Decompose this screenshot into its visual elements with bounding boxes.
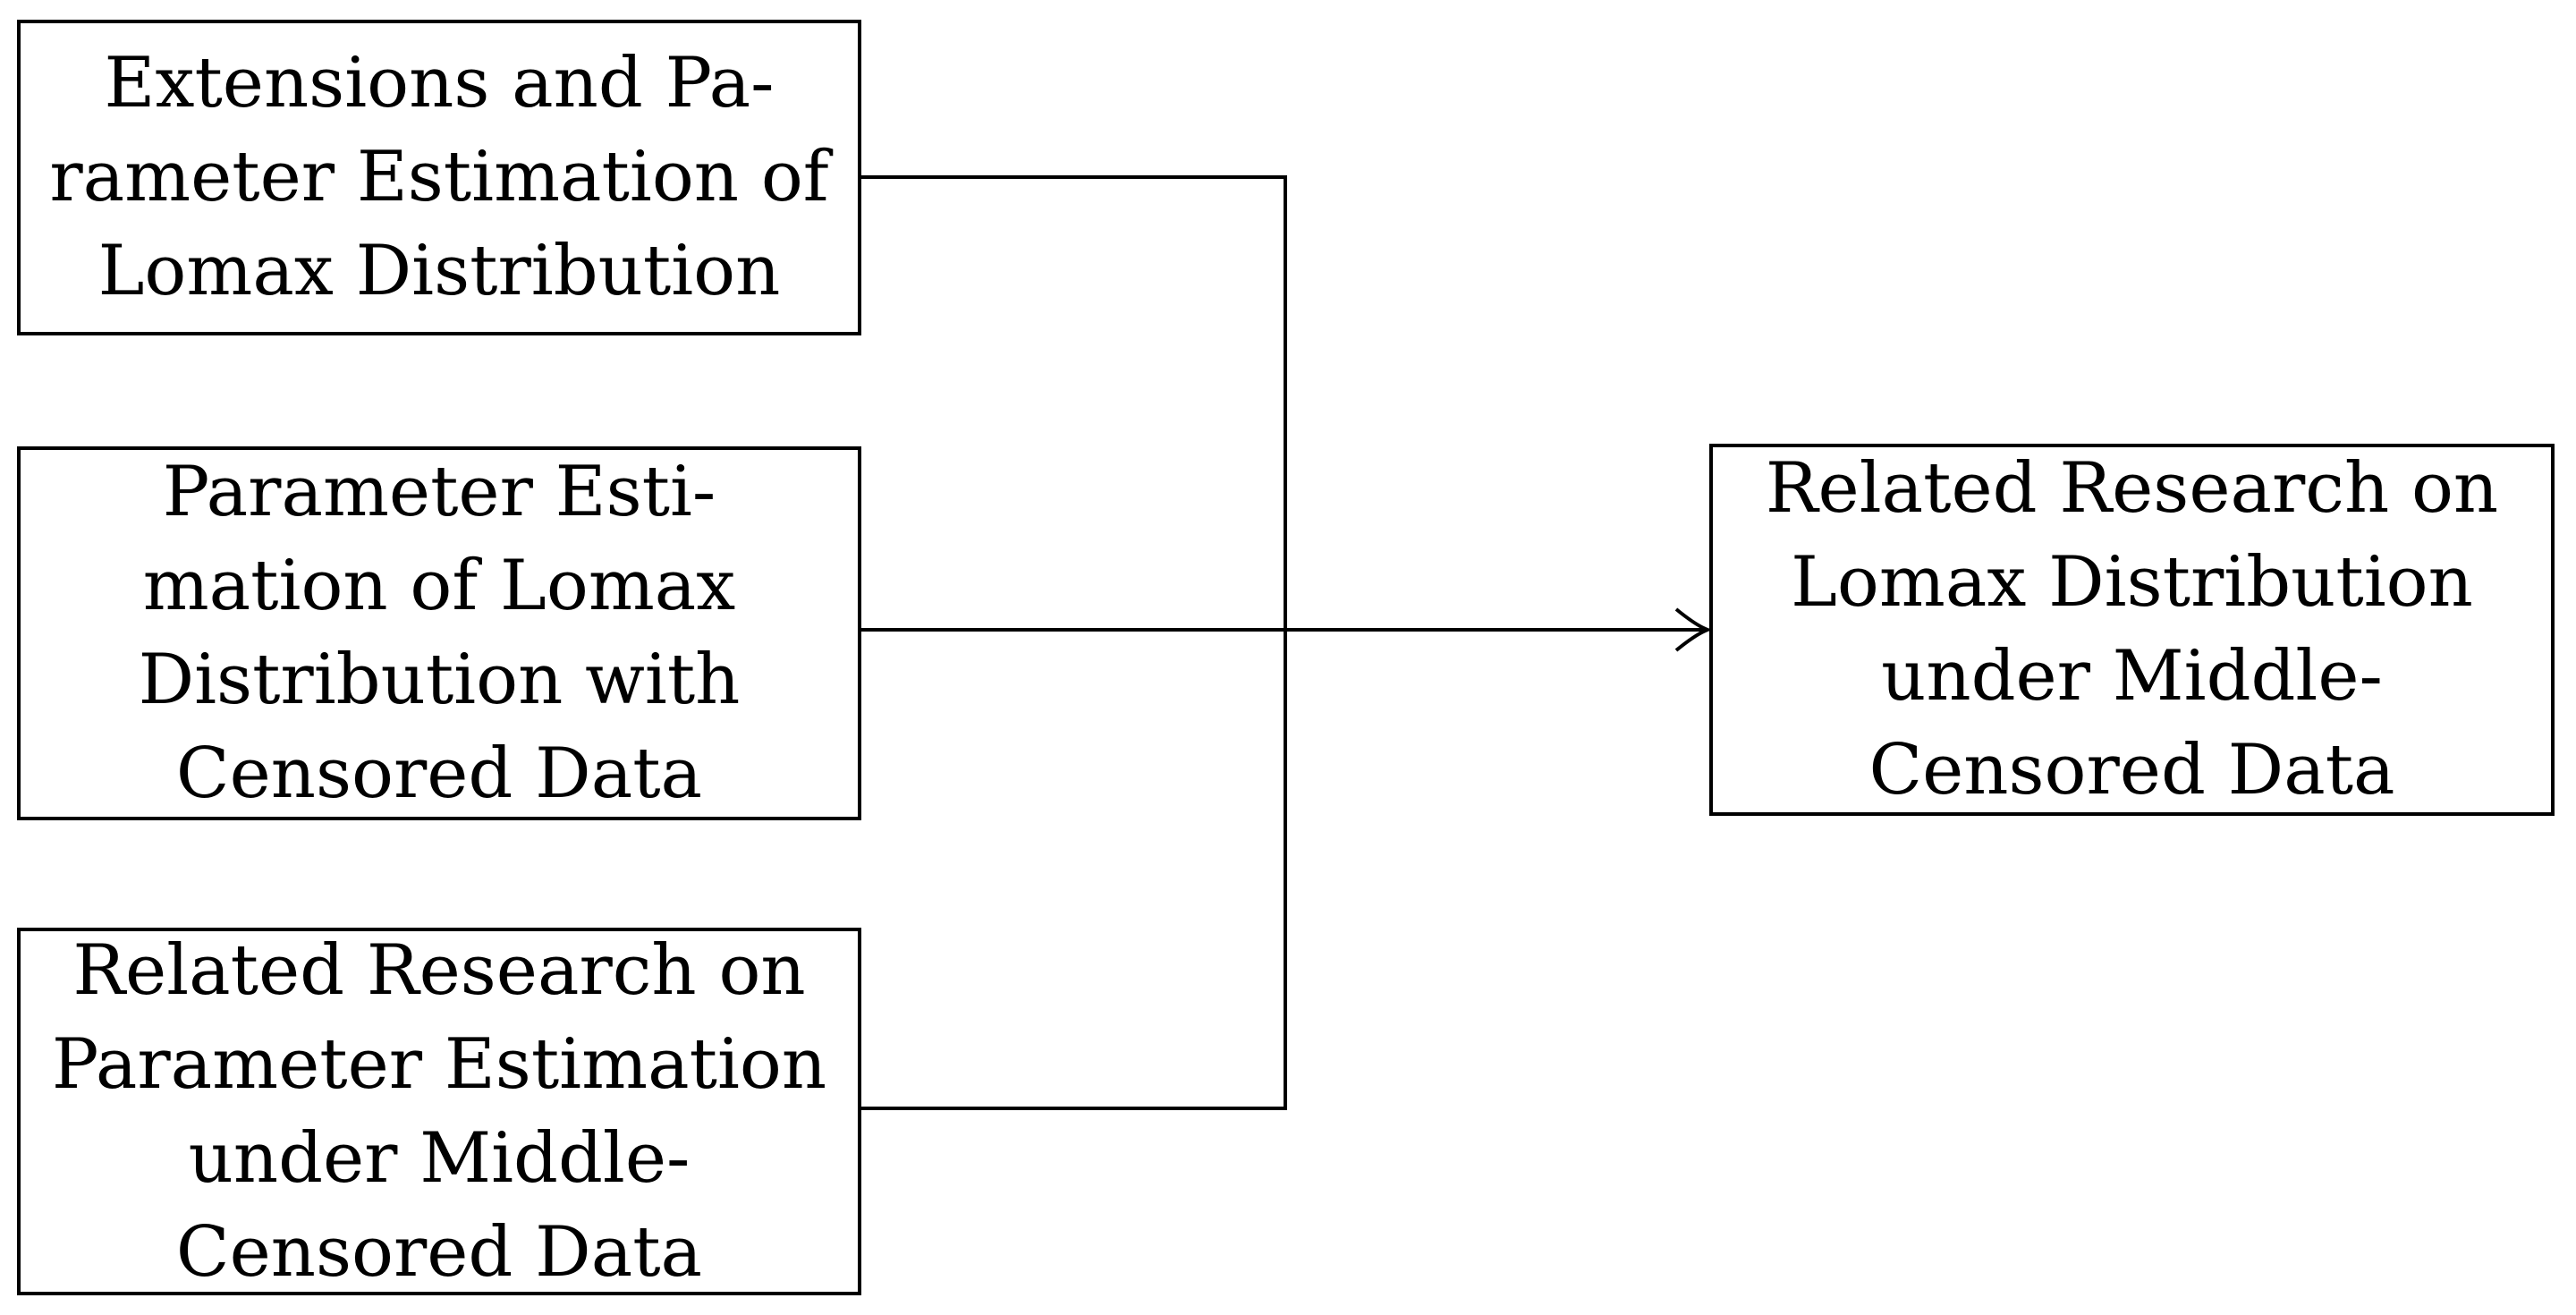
box-text-line: mation of Lomax <box>142 546 736 626</box>
box-extensions-parameter-estimation: Extensions and Pa- rameter Estimation of… <box>17 20 861 335</box>
box-text-line: Related Research on <box>72 929 806 1011</box>
box-text-line: Extensions and Pa- <box>104 43 775 123</box>
box-text-line: Parameter Estimation <box>51 1023 827 1105</box>
box-text-line: Lomax Distribution <box>97 231 781 311</box>
box-text: Related Research on Parameter Estimation… <box>52 924 826 1300</box>
box-related-research-lomax-distribution: Related Research on Lomax Distribution u… <box>1709 444 2555 816</box>
box-text: Parameter Esti- mation of Lomax Distribu… <box>139 445 741 821</box>
box-text: Related Research on Lomax Distribution u… <box>1766 442 2498 818</box>
box-text: Extensions and Pa- rameter Estimation of… <box>49 37 828 318</box>
box-text-line: Censored Data <box>1868 730 2395 810</box>
box-text-line: under Middle- <box>1881 636 2383 717</box>
box-text-line: under Middle- <box>188 1117 691 1199</box>
box-text-line: Distribution with <box>138 640 741 720</box>
box-text-line: Censored Data <box>175 1211 703 1293</box>
box-parameter-estimation-censored-data: Parameter Esti- mation of Lomax Distribu… <box>17 446 861 820</box>
box-text-line: Censored Data <box>175 734 703 814</box>
box-text-line: Parameter Esti- <box>162 452 716 532</box>
box-text-line: Lomax Distribution <box>1791 542 2473 623</box>
arrow-head <box>1674 607 1713 652</box>
box-text-line: rameter Estimation of <box>49 137 829 217</box>
box-related-research-parameter-estimation: Related Research on Parameter Estimation… <box>17 928 861 1295</box>
box-text-line: Related Research on <box>1765 448 2499 529</box>
